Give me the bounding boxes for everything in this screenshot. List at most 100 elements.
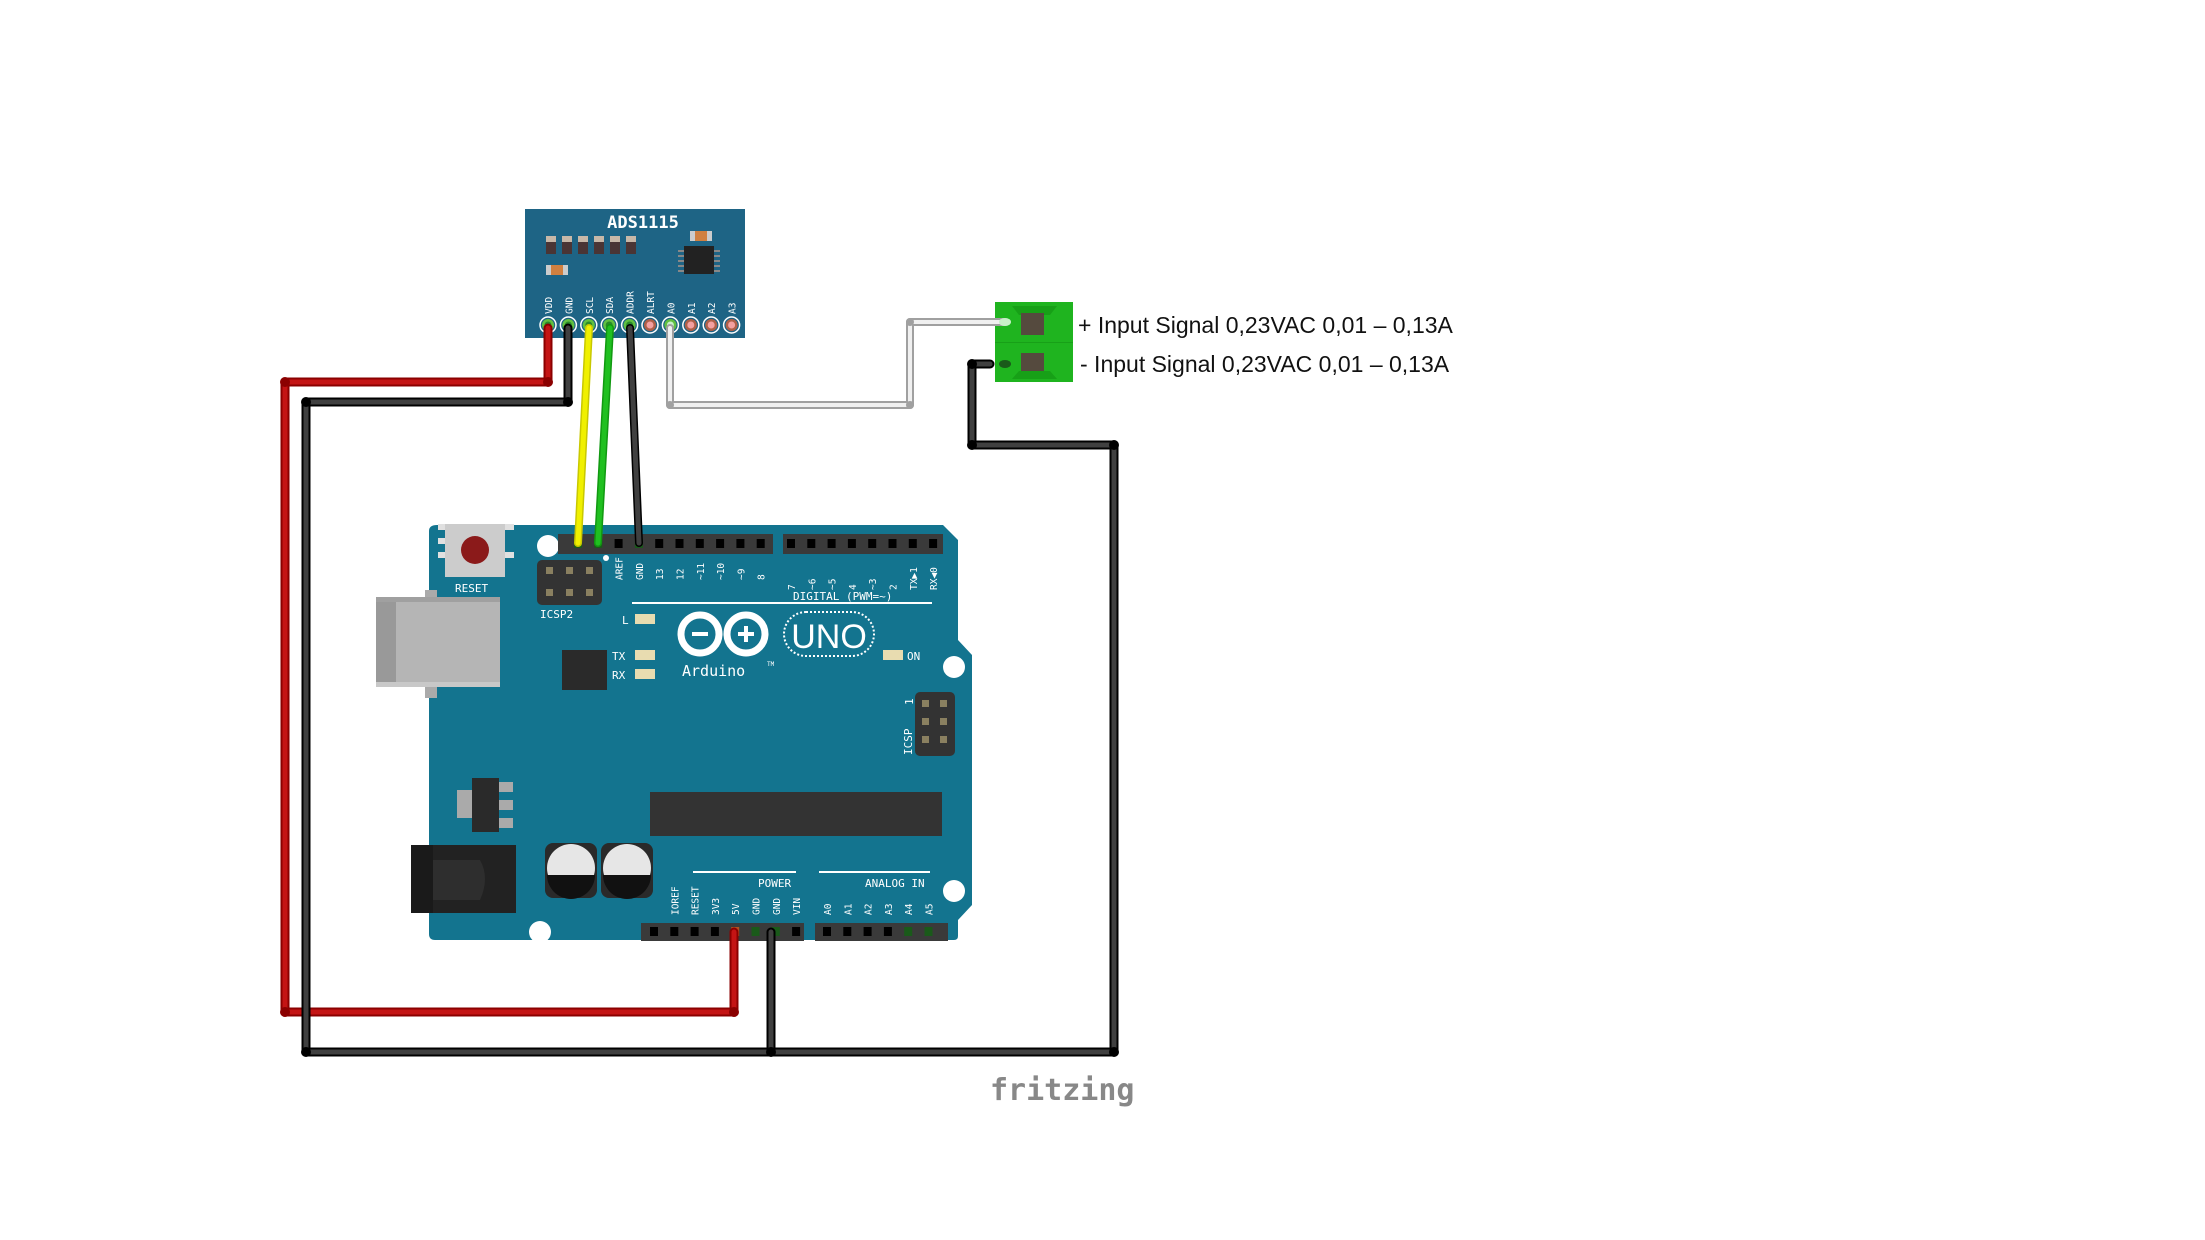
ads1115-pin-label: SCL xyxy=(585,297,596,314)
arduino-digital-pin[interactable] xyxy=(908,539,917,548)
usb-controller-chip xyxy=(562,650,607,690)
ads1115-pin-label: A0 xyxy=(666,302,677,314)
wire-red-vdd-5v[interactable] xyxy=(280,323,739,1017)
mounting-hole xyxy=(943,656,965,678)
arduino-digital-pin[interactable] xyxy=(675,539,684,548)
ads1115-pin-alrt[interactable] xyxy=(641,316,659,334)
mounting-hole xyxy=(943,880,965,902)
arduino-analog-pin-label: A4 xyxy=(904,903,915,915)
arduino-digital-pin-label: ~11 xyxy=(696,563,707,580)
arduino-power-pin[interactable] xyxy=(792,927,801,936)
reset-label: RESET xyxy=(455,582,488,595)
analog-header-title: ANALOG IN xyxy=(865,877,925,890)
arduino-analog-pin-label: A0 xyxy=(823,903,834,915)
arduino-pcb xyxy=(429,525,972,940)
arduino-digital-pin-label: 4 xyxy=(848,584,859,590)
arduino-digital-pin-label: 12 xyxy=(676,569,687,580)
arduino-digital-pin[interactable] xyxy=(827,539,836,548)
arduino-power-pin[interactable] xyxy=(650,927,658,936)
arduino-analog-pin-label: A3 xyxy=(884,904,895,915)
led-on-label: ON xyxy=(907,650,920,663)
fritzing-watermark: fritzing xyxy=(990,1073,1135,1108)
terminal-screw-plus[interactable] xyxy=(1012,306,1057,335)
arduino-power-pin-label: IOREF xyxy=(670,886,681,915)
arduino-analog-pin[interactable] xyxy=(904,927,913,936)
ads1115-pin-a3[interactable] xyxy=(722,316,741,334)
arduino-power-pin-label: 5V xyxy=(731,903,742,915)
arduino-digital-pin-label: ~5 xyxy=(828,579,839,590)
arduino-analog-pin-label: A1 xyxy=(843,903,854,915)
arduino-digital-pin[interactable] xyxy=(695,539,704,548)
mounting-hole xyxy=(537,535,559,557)
icsp2-label: ICSP2 xyxy=(540,608,573,621)
wire-black-addr-gnd[interactable] xyxy=(626,324,643,547)
arduino-digital-pin[interactable] xyxy=(756,539,765,548)
arduino-power-pin[interactable] xyxy=(670,927,679,936)
arduino-digital-pin-label: ~6 xyxy=(807,578,818,590)
terminal-label-minus: - Input Signal 0,23VAC 0,01 – 0,13A xyxy=(1080,351,1450,377)
terminal-pin-plus xyxy=(999,318,1011,326)
arduino-power-pin-label: GND xyxy=(752,898,763,915)
led-tx-label: TX xyxy=(612,650,626,663)
arduino-analog-pin[interactable] xyxy=(924,927,933,936)
led-rx-label: RX xyxy=(612,669,626,682)
capacitor xyxy=(601,843,653,899)
arduino-power-pin[interactable] xyxy=(751,927,760,936)
ads1115-pin-label: GND xyxy=(564,297,575,314)
arduino-digital-pin[interactable] xyxy=(847,539,856,548)
arduino-analog-pin[interactable] xyxy=(843,927,852,936)
ads1115-pin-label: A3 xyxy=(728,303,739,314)
terminal-pin-minus xyxy=(999,360,1011,368)
arduino-digital-pin[interactable] xyxy=(614,539,623,548)
atmega-microcontroller xyxy=(650,792,942,836)
power-header-title: POWER xyxy=(758,877,791,890)
arduino-power-pin[interactable] xyxy=(710,927,719,936)
ads1115-pin-label: ADDR xyxy=(626,291,637,314)
trademark-label: TM xyxy=(767,661,775,668)
led-rx xyxy=(635,669,655,679)
icsp2-header xyxy=(537,555,609,605)
digital-header xyxy=(558,534,943,554)
arduino-analog-pin[interactable] xyxy=(883,927,892,936)
ads1115-pin-label: A2 xyxy=(707,303,718,314)
icsp-label: ICSP xyxy=(902,728,915,755)
arduino-digital-pin-label: 13 xyxy=(655,569,666,580)
ads1115-title: ADS1115 xyxy=(607,213,679,233)
arduino-digital-pin[interactable] xyxy=(787,539,795,548)
dc-power-jack xyxy=(411,845,516,913)
ads1115-pin-a2[interactable] xyxy=(702,316,720,334)
arduino-digital-pin[interactable] xyxy=(888,539,897,548)
led-tx xyxy=(635,650,655,660)
arduino-digital-pin[interactable] xyxy=(736,539,745,548)
arduino-digital-pin-label: ~3 xyxy=(868,579,879,590)
ads1115-pin-a1[interactable] xyxy=(682,316,700,334)
wire-endpoints xyxy=(280,318,1119,1057)
arduino-power-pin-label: VIN xyxy=(792,898,803,915)
arduino-analog-pin[interactable] xyxy=(823,927,831,936)
arduino-power-pin[interactable] xyxy=(690,927,699,936)
arduino-digital-pin-label: ~9 xyxy=(736,568,747,580)
capacitor xyxy=(545,843,597,899)
arduino-analog-pin[interactable] xyxy=(863,927,872,936)
arduino-digital-pin[interactable] xyxy=(716,539,725,548)
arduino-digital-pin[interactable] xyxy=(868,539,877,548)
smd-resistors xyxy=(546,231,712,275)
wires xyxy=(280,318,1119,1057)
arduino-power-pin[interactable] xyxy=(771,927,780,936)
reset-button[interactable] xyxy=(438,524,514,577)
usb-connector xyxy=(376,590,500,698)
arduino-logo xyxy=(677,611,875,657)
arduino-uno-board: RESET ICSP2 xyxy=(376,524,972,943)
wire-yellow-scl[interactable] xyxy=(574,324,593,547)
arduino-digital-pin[interactable] xyxy=(929,539,938,548)
arduino-digital-pin-label: ~10 xyxy=(716,563,727,580)
digital-header-title: DIGITAL (PWM=~) xyxy=(793,590,892,603)
arduino-digital-pin-label: RX◀0 xyxy=(929,567,940,590)
icsp-pin1-label: 1 xyxy=(903,698,916,705)
icsp-header xyxy=(915,692,955,756)
wire-green-sda[interactable] xyxy=(594,324,614,547)
arduino-digital-pin[interactable] xyxy=(807,539,816,548)
ads1115-chip xyxy=(678,246,720,274)
terminal-screw-minus[interactable] xyxy=(1012,353,1057,379)
arduino-digital-pin[interactable] xyxy=(655,539,664,548)
